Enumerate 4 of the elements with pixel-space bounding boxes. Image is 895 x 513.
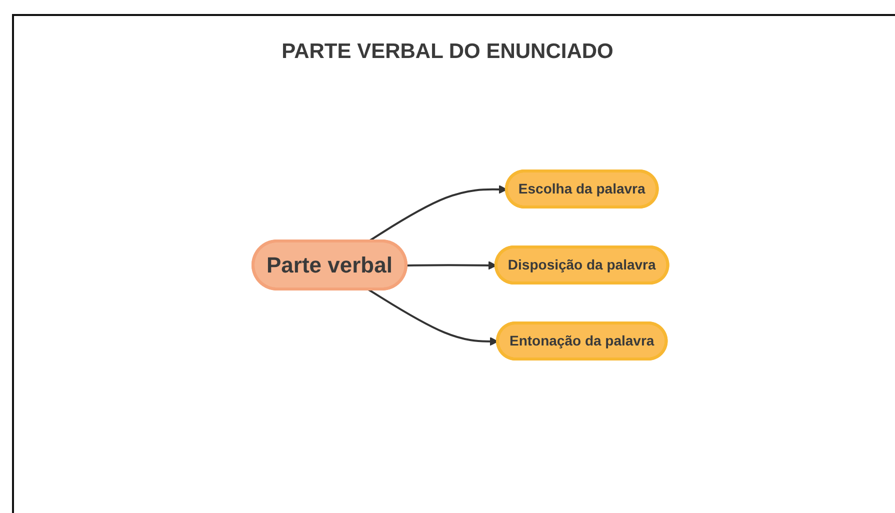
- arrow: [367, 288, 498, 346]
- title: PARTE VERBAL DO ENUNCIADO: [282, 40, 614, 64]
- arrow: [367, 185, 507, 242]
- arrow: [406, 261, 496, 270]
